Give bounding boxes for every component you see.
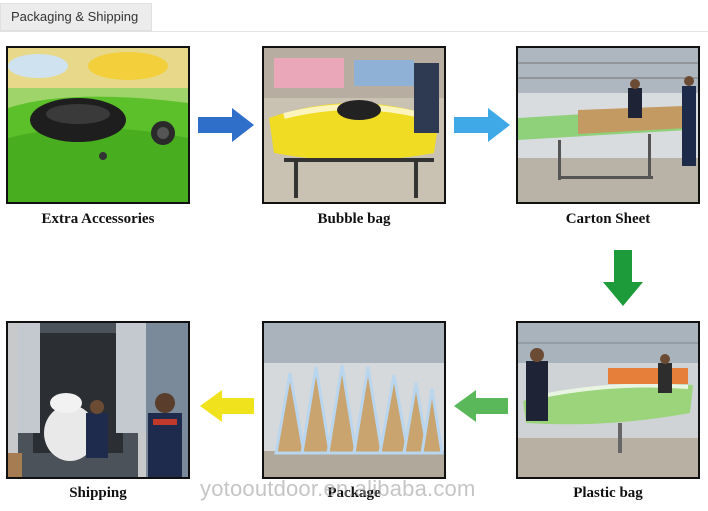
photo-plastic-bag [516,321,700,479]
caption-shipping: Shipping [6,485,190,502]
photo-shipping [6,321,190,479]
caption-carton-sheet: Carton Sheet [516,211,700,228]
photo-bubble-bag [262,46,446,204]
photo-package [262,321,446,479]
arrow-right-icon [454,108,510,142]
caption-bubble-bag: Bubble bag [262,211,446,228]
arrow-left-icon [200,390,254,422]
arrow-left-icon [454,390,508,422]
header-divider [0,31,708,32]
caption-plastic-bag: Plastic bag [516,485,700,502]
watermark: yotooutdoor.en.alibaba.com [200,476,476,502]
photo-extra-accessories [6,46,190,204]
arrow-right-icon [198,108,254,142]
arrow-down-icon [603,250,643,306]
tab-packaging-shipping[interactable]: Packaging & Shipping [0,3,152,31]
photo-carton-sheet [516,46,700,204]
caption-extra-accessories: Extra Accessories [6,211,190,228]
